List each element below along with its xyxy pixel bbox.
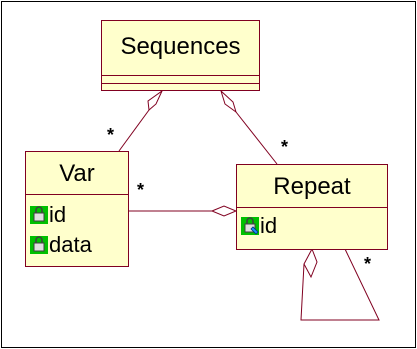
class-compartment-divider — [102, 83, 259, 84]
aggregation-diamond-repeat-self — [303, 247, 318, 279]
class-name: Repeat — [273, 173, 351, 200]
class-name: Var — [59, 160, 95, 187]
aggregation-diamond-sequences-var — [147, 89, 164, 111]
attribute-row[interactable]: id — [241, 213, 277, 239]
attribute-row[interactable]: data — [30, 232, 92, 258]
attribute-name: id — [49, 202, 67, 227]
class-compartment-divider — [102, 75, 259, 76]
multiplicity-sequences-repeat: * — [281, 137, 289, 157]
association-sequences-repeat — [235, 111, 278, 165]
attribute-row[interactable]: id — [30, 202, 66, 228]
multiplicity-var-repeat: * — [137, 180, 145, 200]
class-var[interactable]: Var id data — [25, 151, 129, 267]
association-repeat-self — [300, 248, 380, 321]
aggregation-diamond-sequences-repeat — [219, 89, 237, 114]
aggregation-diamond-var-repeat — [210, 205, 238, 217]
multiplicity-repeat-self: * — [364, 254, 372, 274]
key-lock-icon — [241, 217, 259, 235]
class-name: Sequences — [120, 33, 241, 60]
multiplicity-sequences-var: * — [107, 125, 115, 145]
class-repeat[interactable]: Repeat id — [236, 164, 388, 250]
association-sequences-var — [118, 109, 150, 152]
association-lines — [118, 89, 380, 321]
key-lock-icon — [30, 206, 48, 224]
attribute-name: id — [260, 213, 278, 238]
attribute-name: data — [49, 232, 92, 257]
class-compartment-divider — [26, 194, 128, 195]
key-lock-icon — [30, 236, 48, 254]
class-sequences[interactable]: Sequences — [101, 20, 260, 91]
class-compartment-divider — [237, 207, 387, 208]
